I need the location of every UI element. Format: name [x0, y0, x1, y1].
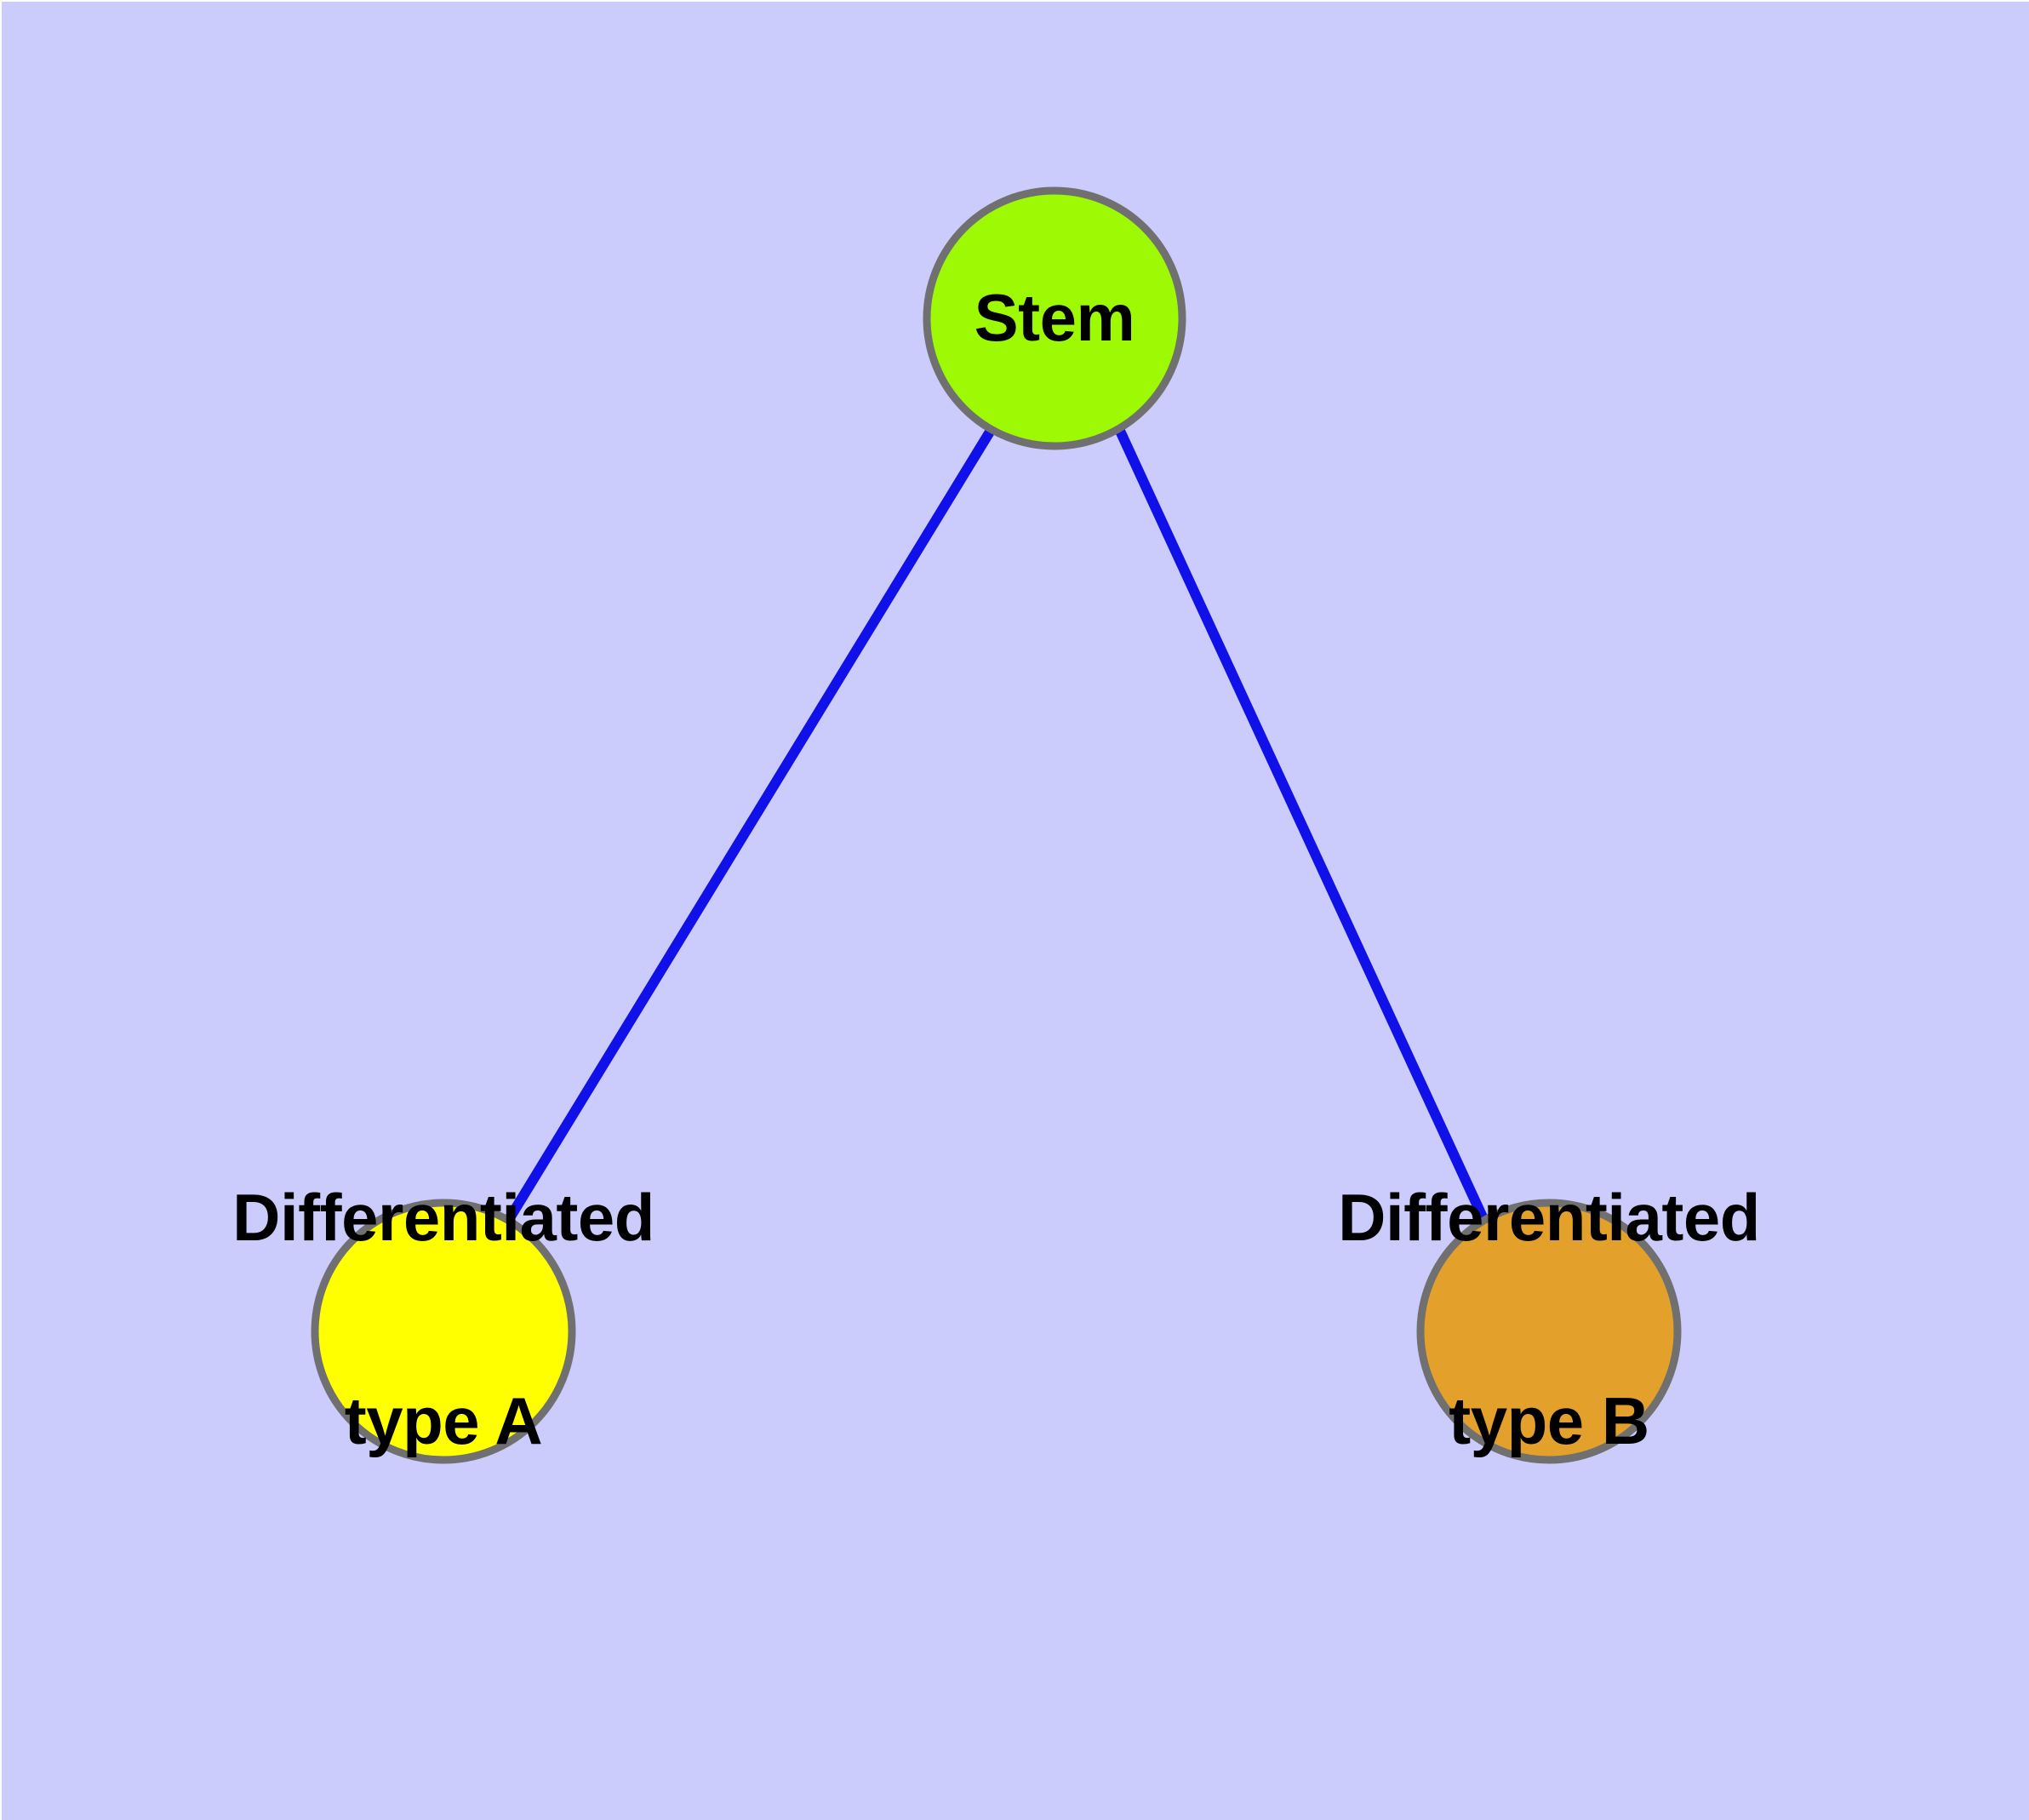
edge-stem-to-diff-b: [1114, 426, 1489, 1223]
node-differentiated-type-b[interactable]: [1416, 1199, 1682, 1464]
node-stem[interactable]: [923, 186, 1186, 450]
node-differentiated-type-a[interactable]: [311, 1199, 576, 1464]
nodes-layer: [311, 186, 1682, 1464]
edge-stem-to-diff-a: [503, 426, 997, 1224]
edges-layer: [503, 426, 1489, 1224]
